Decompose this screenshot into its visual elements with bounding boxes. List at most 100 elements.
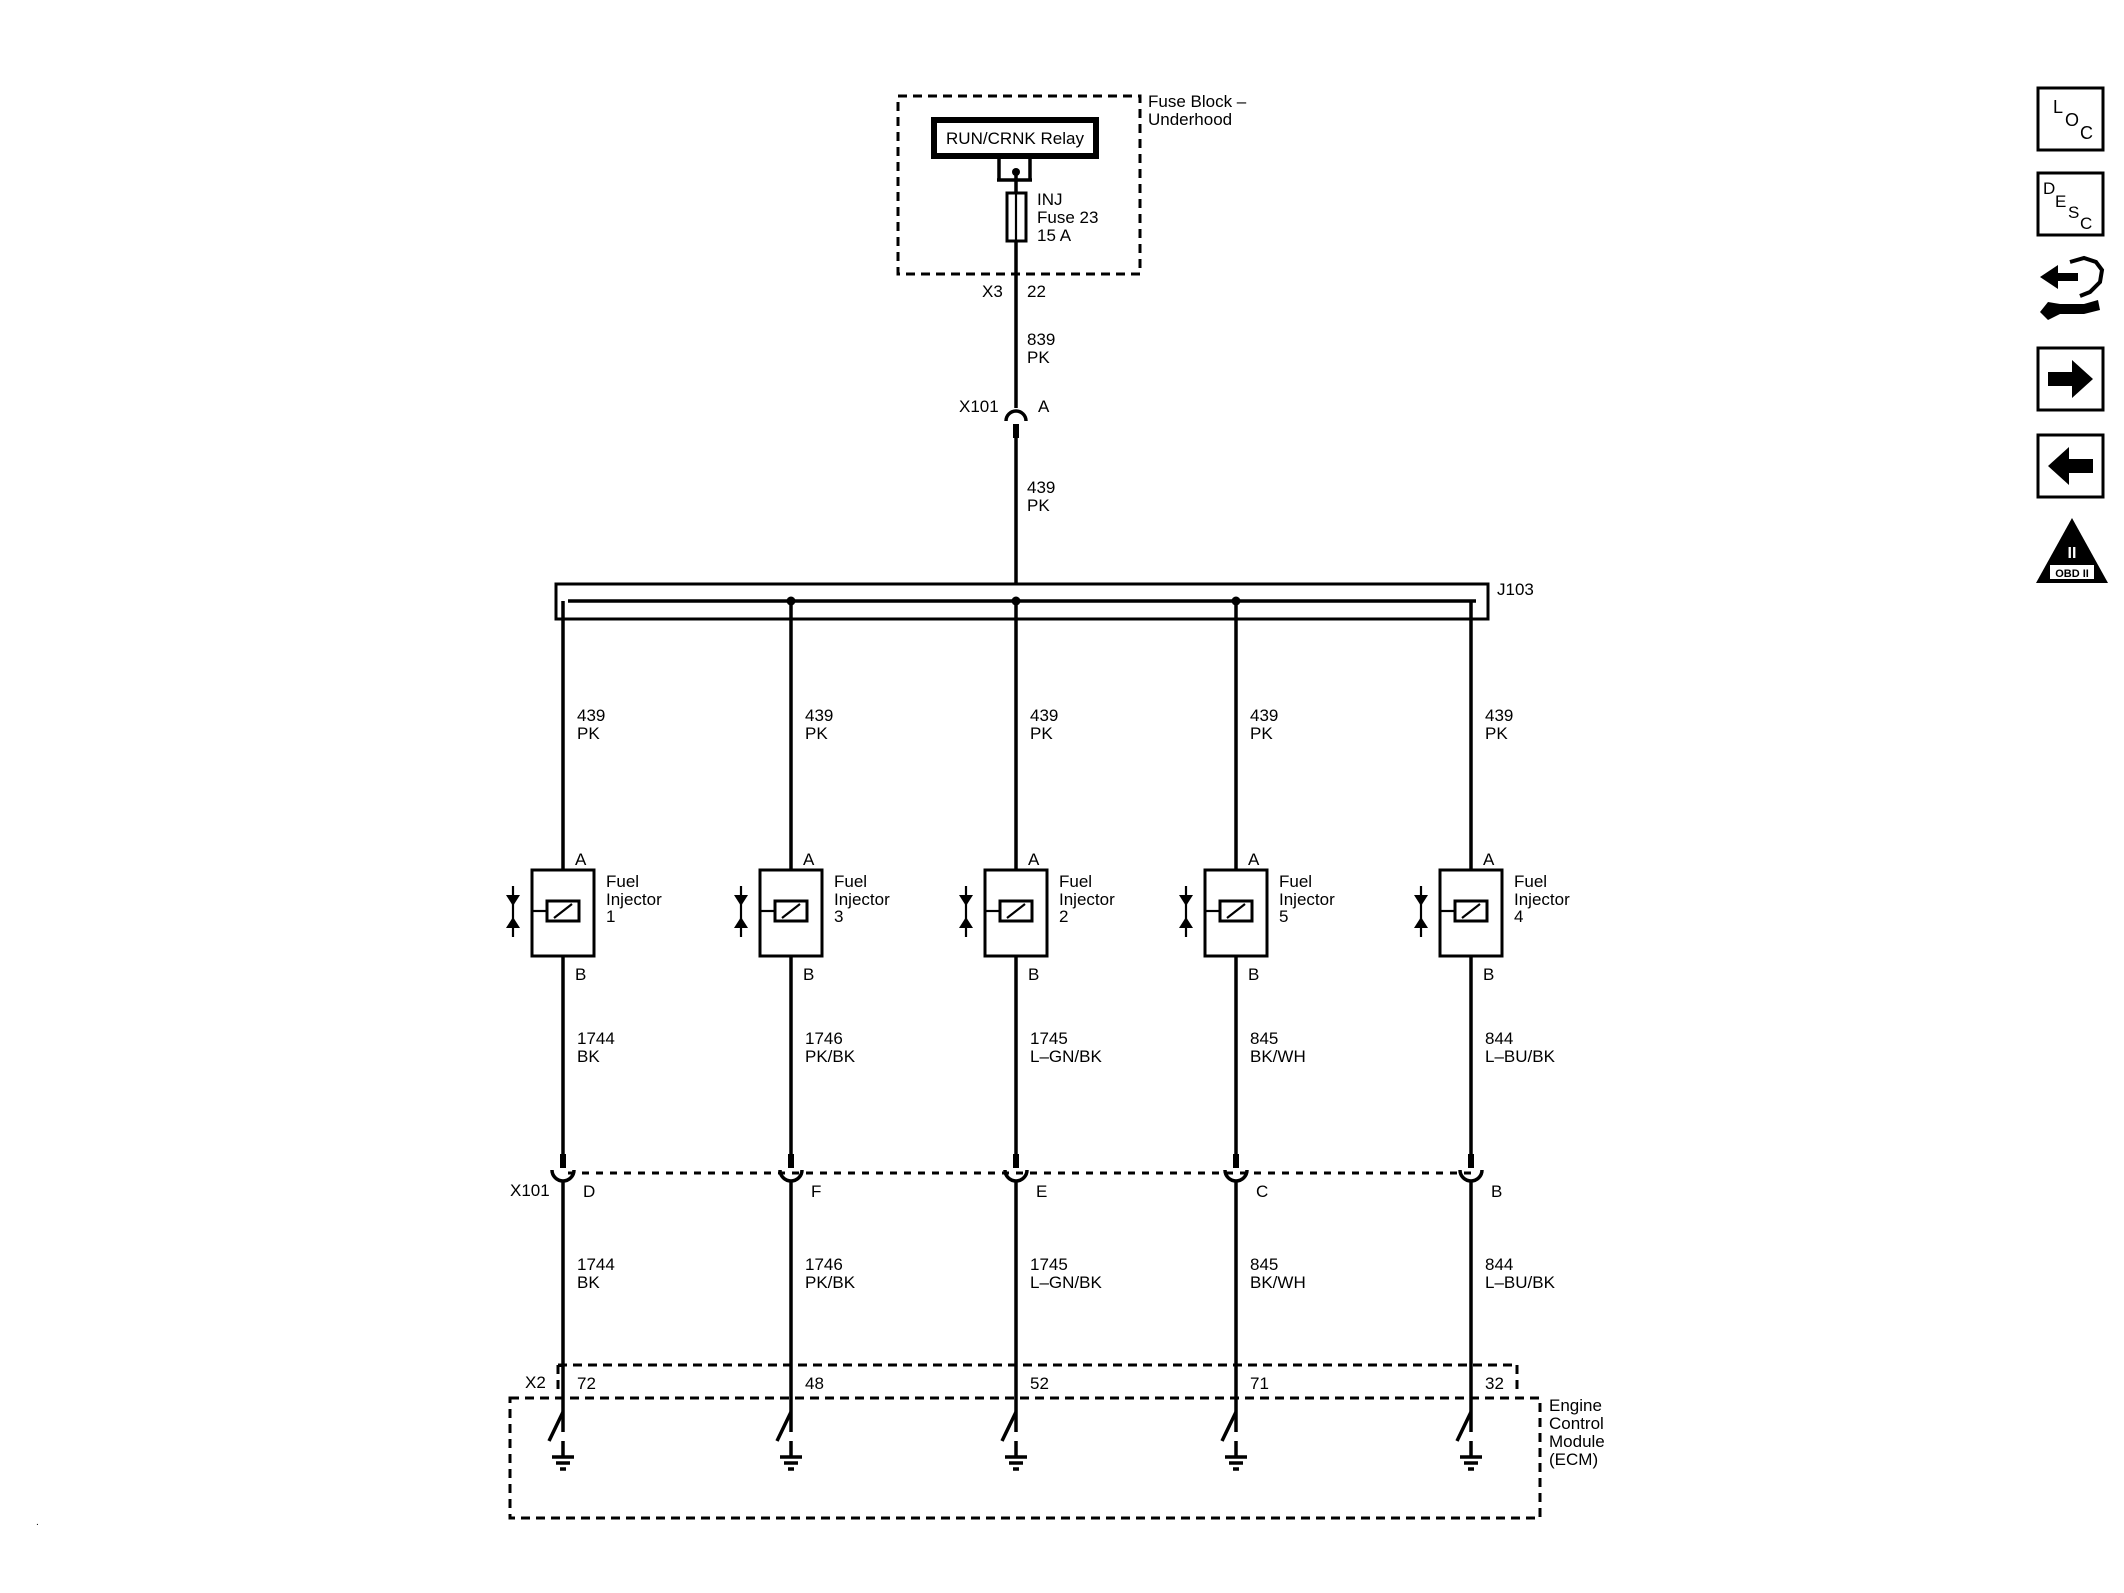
x101-pin-connector-icon: [550, 1154, 576, 1183]
ecm-circuit-number: 845: [1250, 1255, 1278, 1274]
next-arrow-icon[interactable]: [2036, 346, 2105, 412]
ecm-name-line4: (ECM): [1549, 1450, 1598, 1469]
x101-pin-connector-icon: [1458, 1154, 1484, 1183]
obd-ii-label: OBD II: [2055, 568, 2089, 580]
ecm-name-line3: Module: [1549, 1432, 1605, 1451]
desc-letter-c: C: [2080, 214, 2092, 233]
ecm-driver-ground-icon: [1455, 1411, 1482, 1471]
nav-icons: L O C D E S C II OBD II: [2036, 86, 2108, 583]
injector-number: 3: [834, 907, 843, 926]
fuel-injector-5-icon: [1179, 868, 1269, 958]
upper-circuit-number: 439: [1250, 706, 1278, 725]
ecm-driver-ground-icon: [1220, 1411, 1247, 1471]
injector-label-line2: Injector: [1514, 890, 1570, 909]
splice-j103: J103: [554, 580, 1534, 621]
ecm-pin-label: 52: [1030, 1374, 1049, 1393]
ecm-circuit-color: BK: [577, 1273, 600, 1292]
relay-label: RUN/CRNK Relay: [946, 129, 1084, 148]
lower-circuit-color: BK/WH: [1250, 1047, 1306, 1066]
fuel-injector-4-icon: [1414, 868, 1504, 958]
injector-number: 1: [606, 907, 615, 926]
upper-circuit-color: PK: [805, 724, 828, 743]
upper-circuit-number: 439: [577, 706, 605, 725]
injector-label-line1: Fuel: [1514, 872, 1547, 891]
injector-pin-a: A: [1248, 850, 1260, 869]
injector-label-line1: Fuel: [834, 872, 867, 891]
ecm-name-line1: Engine: [1549, 1396, 1602, 1415]
location-icon[interactable]: L O C: [2036, 86, 2105, 152]
injector-pin-b: B: [1248, 965, 1259, 984]
obd-ii-roman: II: [2068, 545, 2077, 562]
x101-pin-label: B: [1491, 1182, 1502, 1201]
ecm-driver-ground-icon: [547, 1411, 574, 1471]
desc-letter-e: E: [2055, 192, 2066, 211]
x101-lower-name: X101: [510, 1181, 550, 1200]
x101-pin-label: D: [583, 1182, 595, 1201]
desc-letter-d: D: [2043, 179, 2055, 198]
ecm-circuit-color: BK/WH: [1250, 1273, 1306, 1292]
injector-label-line2: Injector: [606, 890, 662, 909]
x101-connector-a-icon: [1004, 409, 1028, 438]
injector-number: 5: [1279, 907, 1288, 926]
injector-pin-a: A: [1483, 850, 1495, 869]
feed-upper-circuit: 839: [1027, 330, 1055, 349]
fuel-injector-3-icon: [734, 868, 824, 958]
ecm-connector-x2: X2: [525, 1373, 546, 1392]
injector-label-line1: Fuel: [606, 872, 639, 891]
obd-ii-icon[interactable]: II OBD II: [2036, 518, 2108, 583]
x101-pin-connector-icon: [1223, 1154, 1249, 1183]
ecm-circuit-number: 1745: [1030, 1255, 1068, 1274]
upper-circuit-color: PK: [1250, 724, 1273, 743]
ecm-circuit-number: 844: [1485, 1255, 1513, 1274]
injector-pin-a: A: [575, 850, 587, 869]
fuel-injector-branch-4: 439PKABFuelInjector4844L–BU/BKB844L–BU/B…: [1414, 601, 1570, 1471]
ecm-driver-ground-icon: [1000, 1411, 1027, 1471]
fuel-injector-branch-3: 439PKABFuelInjector31746PK/BKF1746PK/BK4…: [734, 596, 890, 1471]
page-margin-mark: .: [36, 1517, 39, 1528]
ecm-outline: [508, 1396, 1542, 1520]
lower-circuit-color: L–GN/BK: [1030, 1047, 1102, 1066]
relay-contact-icon: [997, 159, 1032, 193]
fuse-block-name-line1: Fuse Block –: [1148, 92, 1247, 111]
upper-circuit-number: 439: [805, 706, 833, 725]
x101-pin-label: E: [1036, 1182, 1047, 1201]
upper-circuit-color: PK: [1030, 724, 1053, 743]
lower-circuit-number: 844: [1485, 1029, 1513, 1048]
connector-repair-icon[interactable]: [2040, 255, 2105, 320]
fuse-number: Fuse 23: [1037, 208, 1098, 227]
injector-pin-b: B: [1028, 965, 1039, 984]
upper-circuit-color: PK: [1485, 724, 1508, 743]
upper-circuit-number: 439: [1485, 706, 1513, 725]
feed-upper-color: PK: [1027, 348, 1050, 367]
lower-circuit-number: 845: [1250, 1029, 1278, 1048]
injector-label-line1: Fuel: [1059, 872, 1092, 891]
desc-letter-s: S: [2068, 203, 2079, 222]
ecm-pin-label: 72: [577, 1374, 596, 1393]
injector-label-line2: Injector: [1059, 890, 1115, 909]
x101-pin-label: F: [811, 1182, 821, 1201]
previous-arrow-icon[interactable]: [2036, 433, 2105, 499]
upper-circuit-color: PK: [577, 724, 600, 743]
injector-number: 4: [1514, 907, 1523, 926]
fuse-block-underhood: Fuse Block – Underhood RUN/CRNK Relay IN…: [896, 92, 1247, 301]
lower-circuit-color: PK/BK: [805, 1047, 856, 1066]
x101-pin-connector-icon: [1003, 1154, 1029, 1183]
fuse-23-icon: [1005, 191, 1028, 243]
lower-circuit-number: 1746: [805, 1029, 843, 1048]
ecm-circuit-number: 1746: [805, 1255, 843, 1274]
fuel-injector-1-icon: [506, 868, 596, 958]
upper-circuit-number: 439: [1030, 706, 1058, 725]
splice-label: J103: [1497, 580, 1534, 599]
ecm-pin-label: 48: [805, 1374, 824, 1393]
injector-pin-b: B: [803, 965, 814, 984]
feed-lower-color: PK: [1027, 496, 1050, 515]
x101-pin-label: C: [1256, 1182, 1268, 1201]
loc-letter-o: O: [2065, 110, 2079, 130]
injector-label-line1: Fuel: [1279, 872, 1312, 891]
ecm-circuit-color: PK/BK: [805, 1273, 856, 1292]
lower-circuit-color: L–BU/BK: [1485, 1047, 1556, 1066]
injector-pin-b: B: [575, 965, 586, 984]
engine-control-module: X2 Engine Control Module (ECM): [508, 1363, 1605, 1520]
description-icon[interactable]: D E S C: [2036, 171, 2105, 237]
ecm-circuit-number: 1744: [577, 1255, 615, 1274]
